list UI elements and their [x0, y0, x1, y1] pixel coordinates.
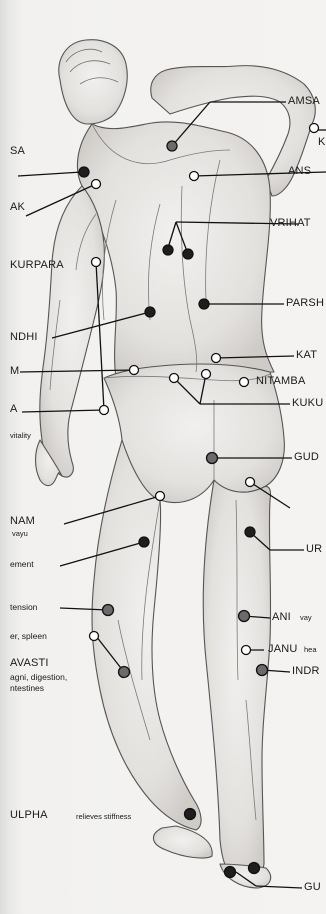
point-ement: [139, 537, 149, 547]
point-ndhi: [145, 307, 155, 317]
label-ur: UR: [306, 544, 322, 555]
label-tension: tension: [10, 603, 37, 612]
point-m: [130, 366, 139, 375]
label-er-spleen: er, spleen: [10, 632, 47, 641]
label-vitality: vitality: [10, 432, 31, 440]
point-right-hip: [246, 478, 255, 487]
point-janu: [242, 646, 251, 655]
label-nam: NAM: [10, 516, 35, 527]
point-parsh: [199, 299, 209, 309]
label-k: K: [318, 137, 326, 148]
point-nam: [156, 492, 165, 501]
label-m: M: [10, 366, 19, 377]
point-gu-right: [249, 863, 260, 874]
point-indr: [257, 665, 268, 676]
point-amsa: [167, 141, 177, 151]
label-ans: ANS: [288, 166, 311, 177]
point-gud: [207, 453, 218, 464]
point-sa: [79, 167, 89, 177]
label-ulpha-note: relieves stiffness: [76, 813, 131, 821]
label-vrihat: VRIHAT: [270, 218, 311, 229]
label-kuku: KUKU: [292, 398, 323, 409]
point-nitamba: [240, 378, 249, 387]
label-ak: AK: [10, 202, 25, 213]
point-ur: [245, 527, 255, 537]
label-a: A: [10, 404, 18, 415]
point-er-spleen: [90, 632, 99, 641]
point-ulpha: [185, 809, 196, 820]
label-ani-note: vay: [300, 614, 312, 622]
label-kurpara: KURPARA: [10, 260, 64, 271]
label-avasti-note-2: ntestines: [10, 684, 44, 693]
point-ak: [92, 180, 101, 189]
body-silhouette: [36, 40, 316, 888]
point-ani: [239, 611, 250, 622]
point-kuku-right: [202, 370, 211, 379]
point-a: [100, 406, 109, 415]
point-kat: [212, 354, 221, 363]
label-avasti: AVASTI: [10, 658, 49, 669]
label-amsa: AMSA: [288, 96, 320, 107]
label-gud: GUD: [294, 452, 319, 463]
point-gu-left: [225, 867, 236, 878]
point-k: [310, 124, 319, 133]
point-ansa: [190, 172, 199, 181]
point-vrihati-right: [183, 249, 193, 259]
label-ndhi: NDHI: [10, 332, 38, 343]
label-vayu: vayu: [12, 530, 28, 538]
label-avasti-note-1: agni, digestion,: [10, 673, 67, 682]
label-gu: GU: [304, 882, 321, 893]
point-avasti: [119, 667, 130, 678]
label-janu: JANU: [268, 644, 298, 655]
label-janu-note: hea: [304, 646, 317, 654]
label-indr: INDR: [292, 666, 320, 677]
label-ani: ANI: [272, 612, 291, 623]
point-kurpara: [92, 258, 101, 267]
point-kuku-left: [170, 374, 179, 383]
label-kat: KAT: [296, 350, 317, 361]
point-vrihati-left: [163, 245, 173, 255]
label-ulpha: ULPHA: [10, 810, 48, 821]
label-nitamba: NITAMBA: [256, 376, 305, 387]
point-tension: [103, 605, 114, 616]
label-parsh: PARSH: [286, 298, 324, 309]
label-sa: SA: [10, 146, 25, 157]
label-ement: ement: [10, 560, 34, 569]
